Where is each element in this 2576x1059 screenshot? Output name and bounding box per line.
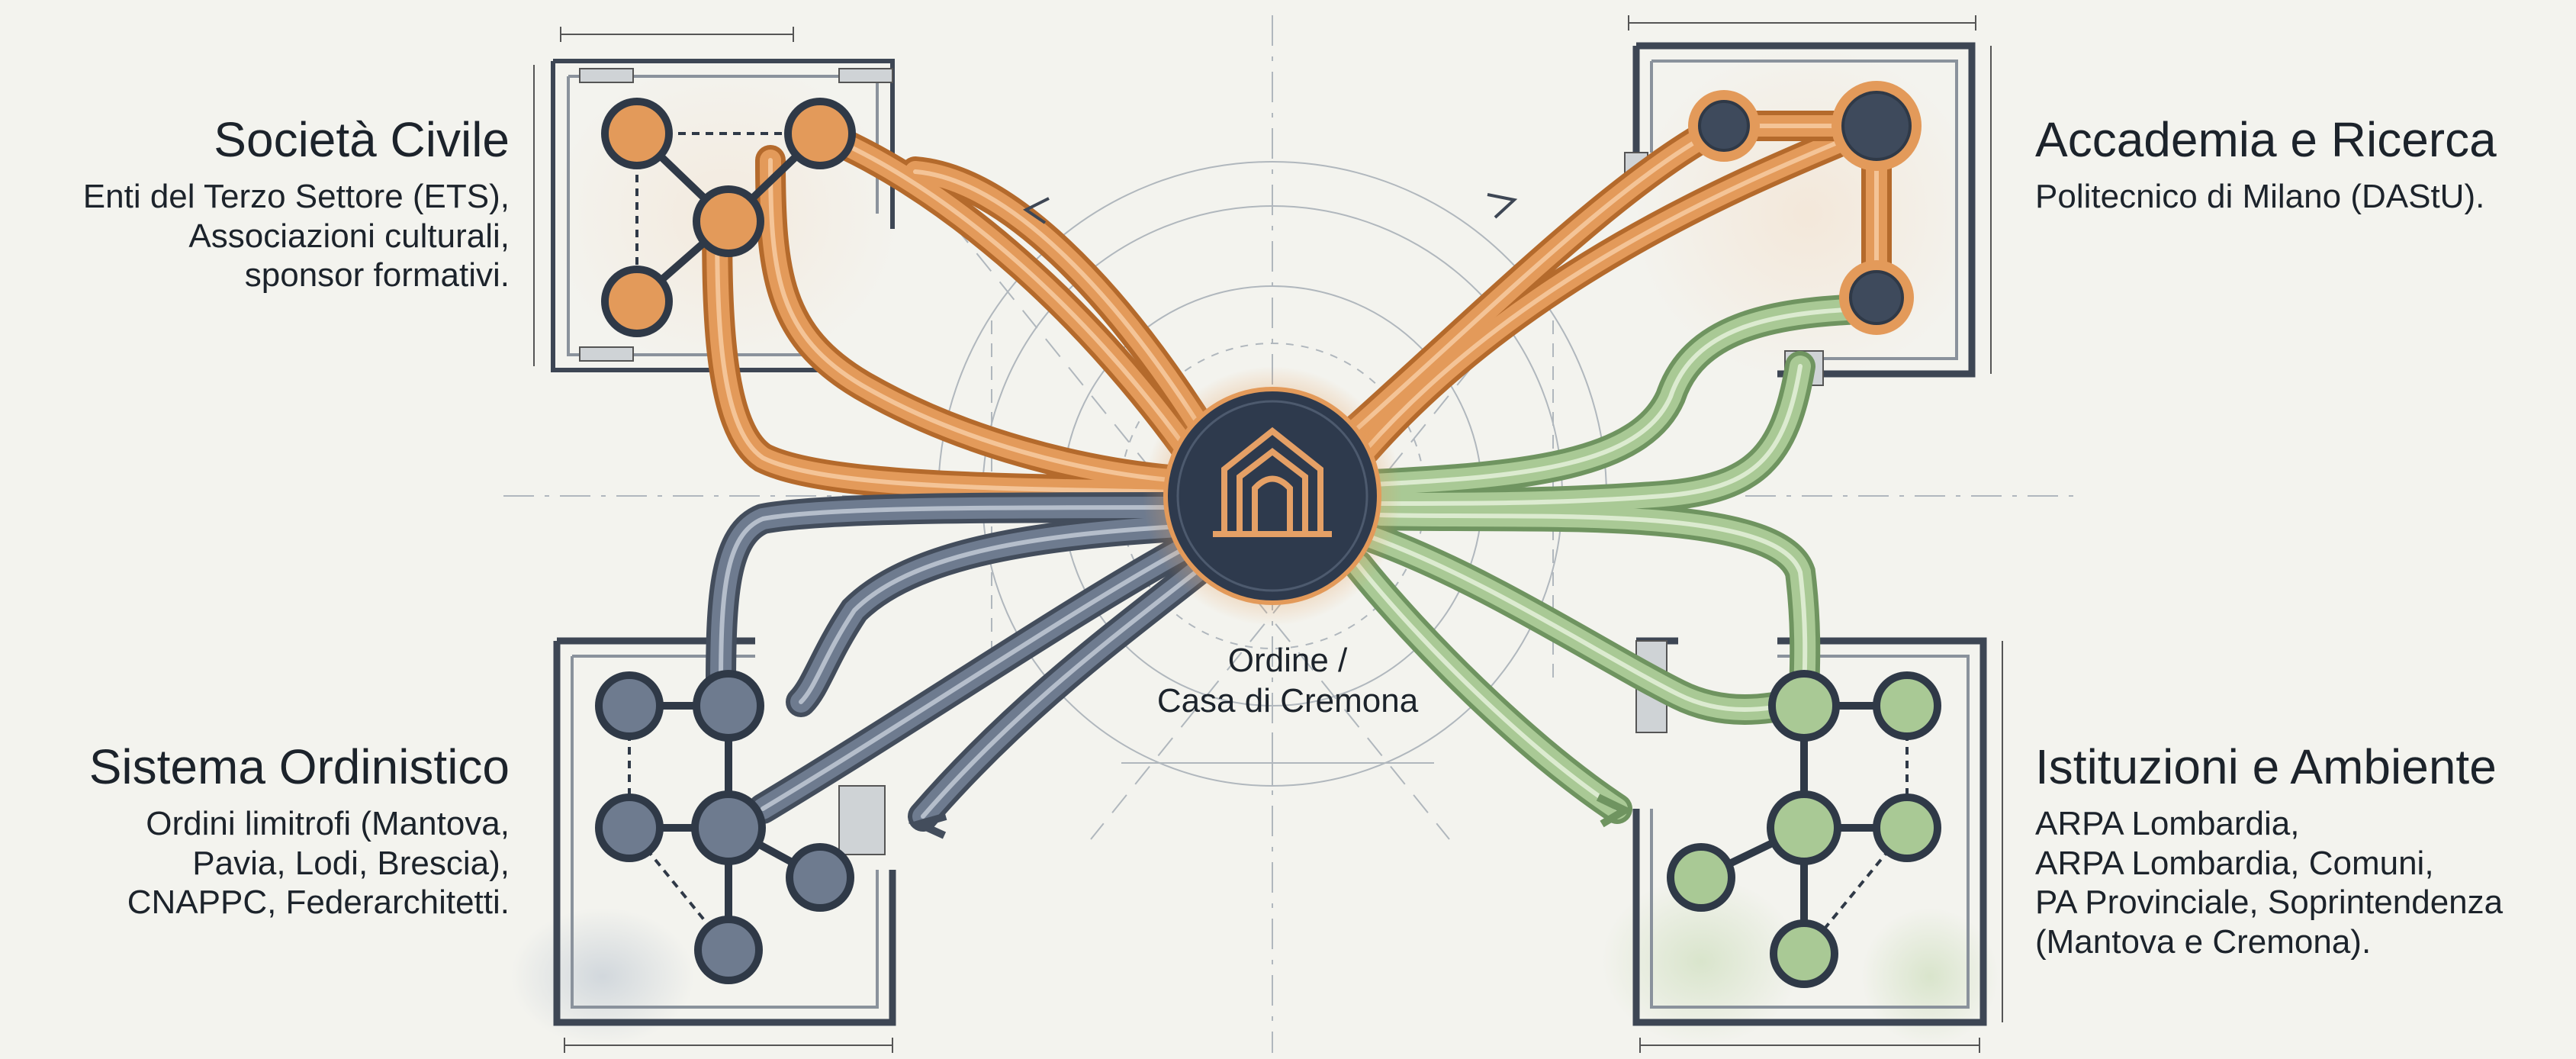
frame-bottom-left [511, 637, 896, 1053]
group-label-accademia-ricerca: Accademia e Ricerca Politecnico di Milan… [2035, 113, 2569, 217]
center-caption: Ordine / Casa di Cremona [1097, 641, 1478, 722]
group-label-sistema-ordinistico: Sistema Ordinistico Ordini limitrofi (Ma… [0, 740, 510, 922]
group-description: ARPA Lombardia, ARPA Lombardia, Comuni, … [2035, 805, 2504, 961]
center-caption-line1: Ordine / [1227, 642, 1348, 679]
nodes-sistema-ordinistico [595, 670, 854, 984]
center-hub [1143, 366, 1402, 626]
group-title: Società Civile [214, 112, 510, 167]
arrowheads [908, 193, 1633, 839]
connectors-accademia-ricerca [1335, 111, 1892, 465]
connectors-societa-civile [702, 111, 1220, 507]
group-label-societa-civile: Società Civile Enti del Terzo Settore (E… [0, 113, 510, 295]
nodes-accademia-ricerca [1688, 81, 1922, 335]
group-title: Istituzioni e Ambiente [2035, 739, 2497, 794]
group-description: Ordini limitrofi (Mantova, Pavia, Lodi, … [127, 805, 510, 922]
group-label-istituzioni-ambiente: Istituzioni e Ambiente ARPA Lombardia, A… [2035, 740, 2576, 961]
center-caption-line2: Casa di Cremona [1156, 681, 1419, 719]
nodes-societa-civile [601, 98, 856, 337]
connectors-istituzioni-ambiente [1343, 294, 1877, 824]
arch-house-icon [1213, 426, 1332, 537]
group-description: Enti del Terzo Settore (ETS), Associazio… [82, 178, 510, 295]
frame-bottom-right [1602, 637, 2003, 1053]
connectors-sistema-ordinistico [706, 492, 1220, 832]
group-title: Accademia e Ricerca [2035, 112, 2497, 167]
nodes-istituzioni-ambiente [1667, 670, 1941, 988]
group-title: Sistema Ordinistico [88, 739, 510, 794]
group-description: Politecnico di Milano (DAStU). [2035, 178, 2485, 216]
